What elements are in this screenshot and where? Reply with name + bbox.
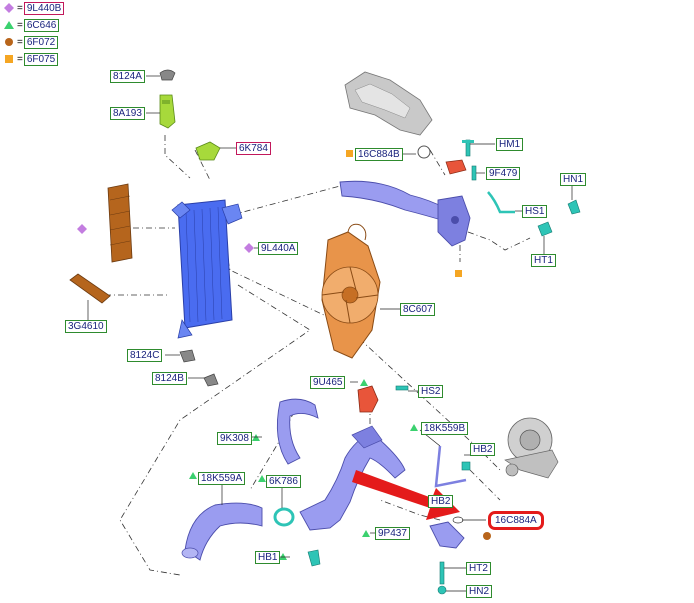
connector-HN1: [567, 199, 581, 215]
label-18K559B: 18K559B: [421, 422, 469, 435]
brown-baffle: [107, 183, 133, 263]
connector-HS2: [395, 385, 409, 391]
label-9L440A: 9L440A: [258, 242, 299, 255]
label-8124C: 8124C: [127, 349, 163, 362]
square-marker-icon: [5, 55, 13, 63]
fan-shroud-8C607: [321, 223, 381, 359]
circle-marker-icon: [5, 38, 13, 46]
label-9K308: 9K308: [217, 432, 252, 445]
elbow-16C884A: [429, 516, 465, 549]
label-HS1: HS1: [522, 205, 548, 218]
label-18K559A: 18K559A: [198, 472, 246, 485]
upper-air-duct: [339, 180, 471, 247]
pipe-18K559B: [434, 445, 467, 488]
label-16C884A-highlighted: 16C884A: [488, 511, 544, 530]
label-9P437: 9P437: [375, 527, 410, 540]
legend-code: 9L440B: [23, 1, 65, 15]
legend-code: 6F075: [23, 52, 59, 66]
marker-diamond-9L440B-left: [77, 224, 87, 234]
lower-duct-9K308: [276, 398, 319, 465]
charge-air-cooler: [171, 199, 243, 339]
connector-HB1: [307, 549, 321, 567]
label-HM1: HM1: [496, 138, 524, 151]
label-8C607: 8C607: [400, 303, 436, 316]
bracket-8124B: [203, 373, 219, 387]
label-8A193: 8A193: [110, 107, 145, 120]
legend-row-6C646: = 6C646: [4, 18, 60, 32]
legend-row-6F072: = 6F072: [4, 35, 59, 49]
connector-HT1: [537, 221, 553, 237]
label-HB1: HB1: [255, 551, 281, 564]
label-HT2: HT2: [466, 562, 491, 575]
label-HS2: HS2: [418, 385, 444, 398]
label-HB2-upper: HB2: [470, 443, 496, 456]
turbocharger-part: [504, 417, 559, 479]
intake-manifold-part: [344, 71, 433, 159]
connector-HT2: [439, 561, 445, 585]
connector-HB2: [461, 461, 471, 471]
label-HT1: HT1: [531, 254, 556, 267]
marker-diamond-9L440A: [244, 243, 254, 253]
label-HN2: HN2: [466, 585, 493, 598]
label-16C884B: 16C884B: [355, 148, 403, 161]
connector-HM1: [462, 139, 474, 157]
triangle-markers: [189, 379, 418, 560]
label-leaders: [87, 75, 573, 592]
sensor-8124A: [159, 69, 176, 81]
legend-row-9L440B: = 9L440B: [4, 1, 65, 15]
triangle-marker-icon: [4, 21, 14, 29]
marker-square-16C884B: [346, 150, 353, 157]
crossover-pipe-9P437: [299, 425, 406, 531]
sensor-8A193: [159, 94, 176, 129]
solenoid-9U465: [357, 385, 379, 413]
label-HB2-lower: HB2: [428, 495, 454, 508]
sensor-6K784: [195, 141, 221, 161]
hose-18K559A: [181, 502, 263, 561]
marker-circle-6F072: [483, 532, 491, 540]
legend-code: 6F072: [23, 35, 59, 49]
hose-HS1: [487, 191, 515, 214]
label-3G4610: 3G4610: [65, 320, 107, 333]
label-8124A: 8124A: [110, 70, 145, 83]
brown-seal-3G4610: [69, 273, 111, 304]
label-9F479: 9F479: [486, 167, 521, 180]
connector-HN2: [437, 585, 447, 595]
label-HN1: HN1: [560, 173, 587, 186]
marker-square-bottom-right: [455, 270, 462, 277]
label-8124B: 8124B: [152, 372, 187, 385]
valve-9F479: [445, 159, 477, 181]
label-9U465: 9U465: [310, 376, 346, 389]
bracket-8124C: [179, 349, 196, 363]
legend-row-6F075: = 6F075: [4, 52, 59, 66]
clamp-6K786: [273, 507, 295, 527]
label-6K784: 6K784: [236, 142, 271, 155]
label-6K786: 6K786: [266, 475, 301, 488]
diamond-marker-icon: [4, 3, 14, 13]
legend-code: 6C646: [23, 18, 60, 32]
